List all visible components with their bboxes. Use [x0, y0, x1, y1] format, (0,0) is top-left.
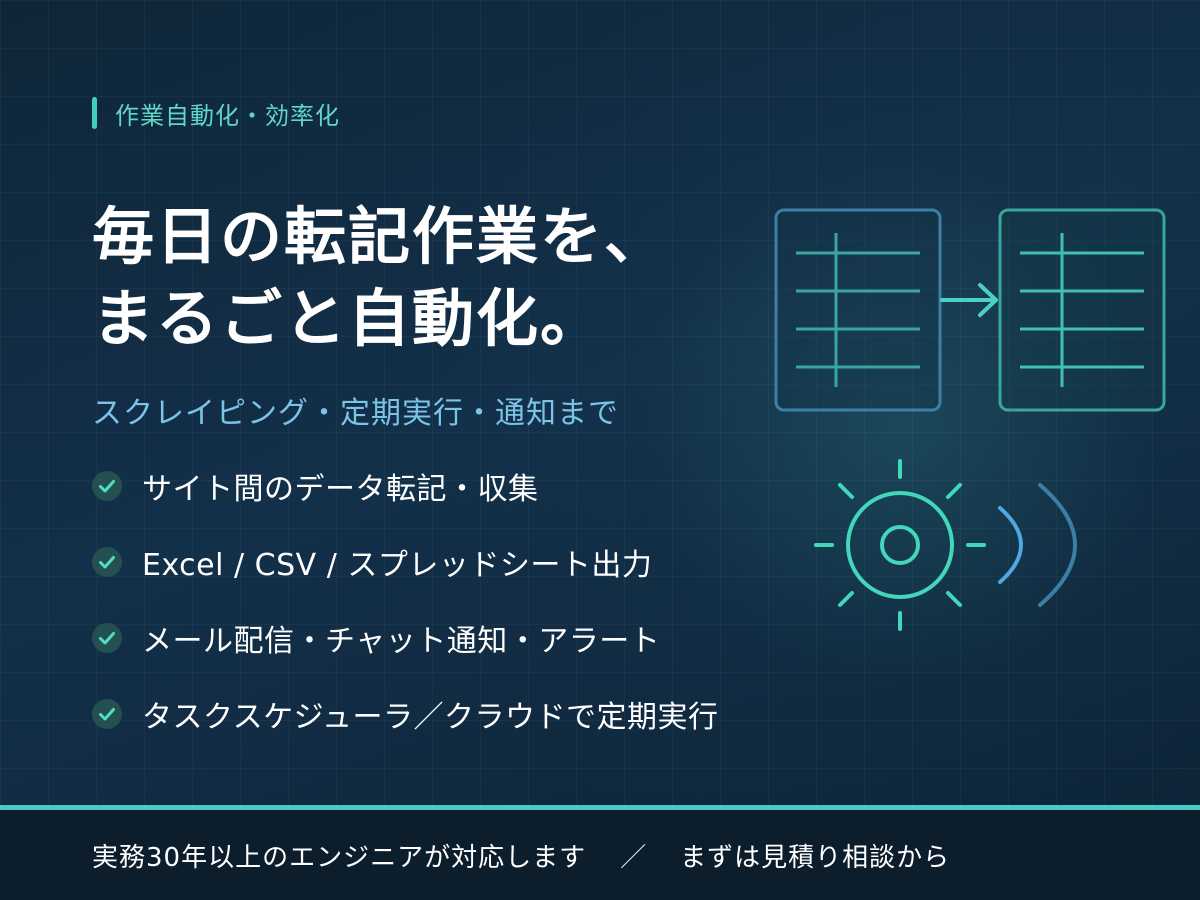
- feature-item: Excel / CSV / スプレッドシート出力: [92, 524, 719, 600]
- headline-line-2: まるごと自動化。: [92, 282, 605, 355]
- feature-text: タスクスケジューラ／クラウドで定期実行: [142, 700, 719, 735]
- category-tag: 作業自動化・効率化: [92, 96, 340, 130]
- headline-line-1: 毎日の転記作業を、: [92, 200, 669, 273]
- feature-list: サイト間のデータ転記・収集 Excel / CSV / スプレッドシート出力 メ…: [92, 448, 719, 752]
- signal-waves-icon: [998, 483, 1077, 607]
- check-circle-icon: [92, 699, 122, 729]
- check-circle-icon: [92, 547, 122, 577]
- automation-illustration: [774, 208, 1166, 631]
- spreadsheet-icon: [774, 208, 942, 412]
- footer-separator: ／: [620, 842, 647, 873]
- feature-text: Excel / CSV / スプレッドシート出力: [142, 548, 653, 583]
- tag-accent-bar: [92, 97, 97, 129]
- feature-text: メール配信・チャット通知・アラート: [142, 624, 661, 659]
- headline: 毎日の転記作業を、 まるごと自動化。: [92, 196, 668, 360]
- arrow-right-icon: [940, 283, 998, 317]
- spreadsheet-icon: [998, 208, 1166, 412]
- feature-item: タスクスケジューラ／クラウドで定期実行: [92, 676, 719, 752]
- feature-item: メール配信・チャット通知・アラート: [92, 600, 719, 676]
- footer-cta-text: まずは見積り相談から: [680, 842, 951, 873]
- category-tag-label: 作業自動化・効率化: [115, 101, 340, 130]
- footer-experience-text: 実務30年以上のエンジニアが対応します: [92, 842, 587, 873]
- check-circle-icon: [92, 623, 122, 653]
- feature-text: サイト間のデータ転記・収集: [142, 472, 539, 507]
- sun-gear-icon: [814, 459, 986, 631]
- subheadline: スクレイピング・定期実行・通知まで: [92, 396, 619, 431]
- check-circle-icon: [92, 471, 122, 501]
- feature-item: サイト間のデータ転記・収集: [92, 448, 719, 524]
- footer-bar: 実務30年以上のエンジニアが対応します ／ まずは見積り相談から: [0, 805, 1200, 900]
